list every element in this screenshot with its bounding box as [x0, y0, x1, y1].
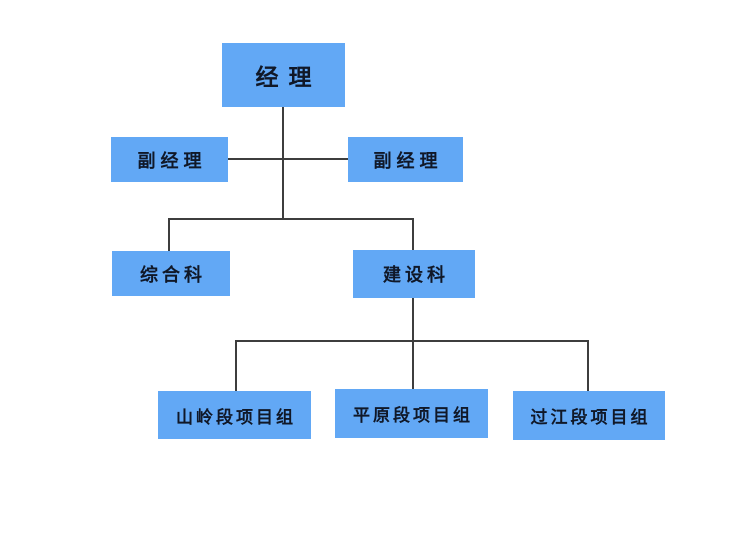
connector-sections-horizontal: [168, 218, 414, 220]
connector-construction-drop: [412, 218, 414, 250]
connector-general-drop: [168, 218, 170, 251]
connector-deputies-horizontal: [228, 158, 348, 160]
org-node-deputy-manager-right: 副经理: [348, 137, 463, 182]
connector-river-drop: [587, 340, 589, 391]
org-node-plain-team-label: 平原段项目组: [353, 406, 473, 425]
org-node-deputy-manager-left: 副经理: [111, 137, 228, 182]
org-node-manager: 经理: [222, 43, 345, 107]
connector-construction-down: [412, 298, 414, 342]
connector-manager-down: [282, 107, 284, 220]
org-node-river-team-label: 过江段项目组: [530, 408, 651, 427]
org-node-plain-team: 平原段项目组: [335, 389, 488, 438]
org-node-manager-label: 经理: [255, 65, 322, 90]
org-node-general-section-label: 综合科: [140, 264, 206, 285]
org-node-deputy-manager-left-label: 副经理: [137, 150, 207, 171]
org-node-construction-section: 建设科: [353, 250, 475, 298]
org-node-construction-section-label: 建设科: [383, 265, 449, 285]
org-node-mountain-team-label: 山岭段项目组: [176, 407, 296, 427]
org-node-deputy-manager-right-label: 副经理: [373, 150, 443, 171]
connector-mountain-drop: [235, 340, 237, 391]
org-node-mountain-team: 山岭段项目组: [158, 391, 311, 439]
org-node-general-section: 综合科: [112, 251, 230, 296]
connector-plain-drop: [412, 340, 414, 389]
org-node-river-team: 过江段项目组: [513, 391, 665, 440]
